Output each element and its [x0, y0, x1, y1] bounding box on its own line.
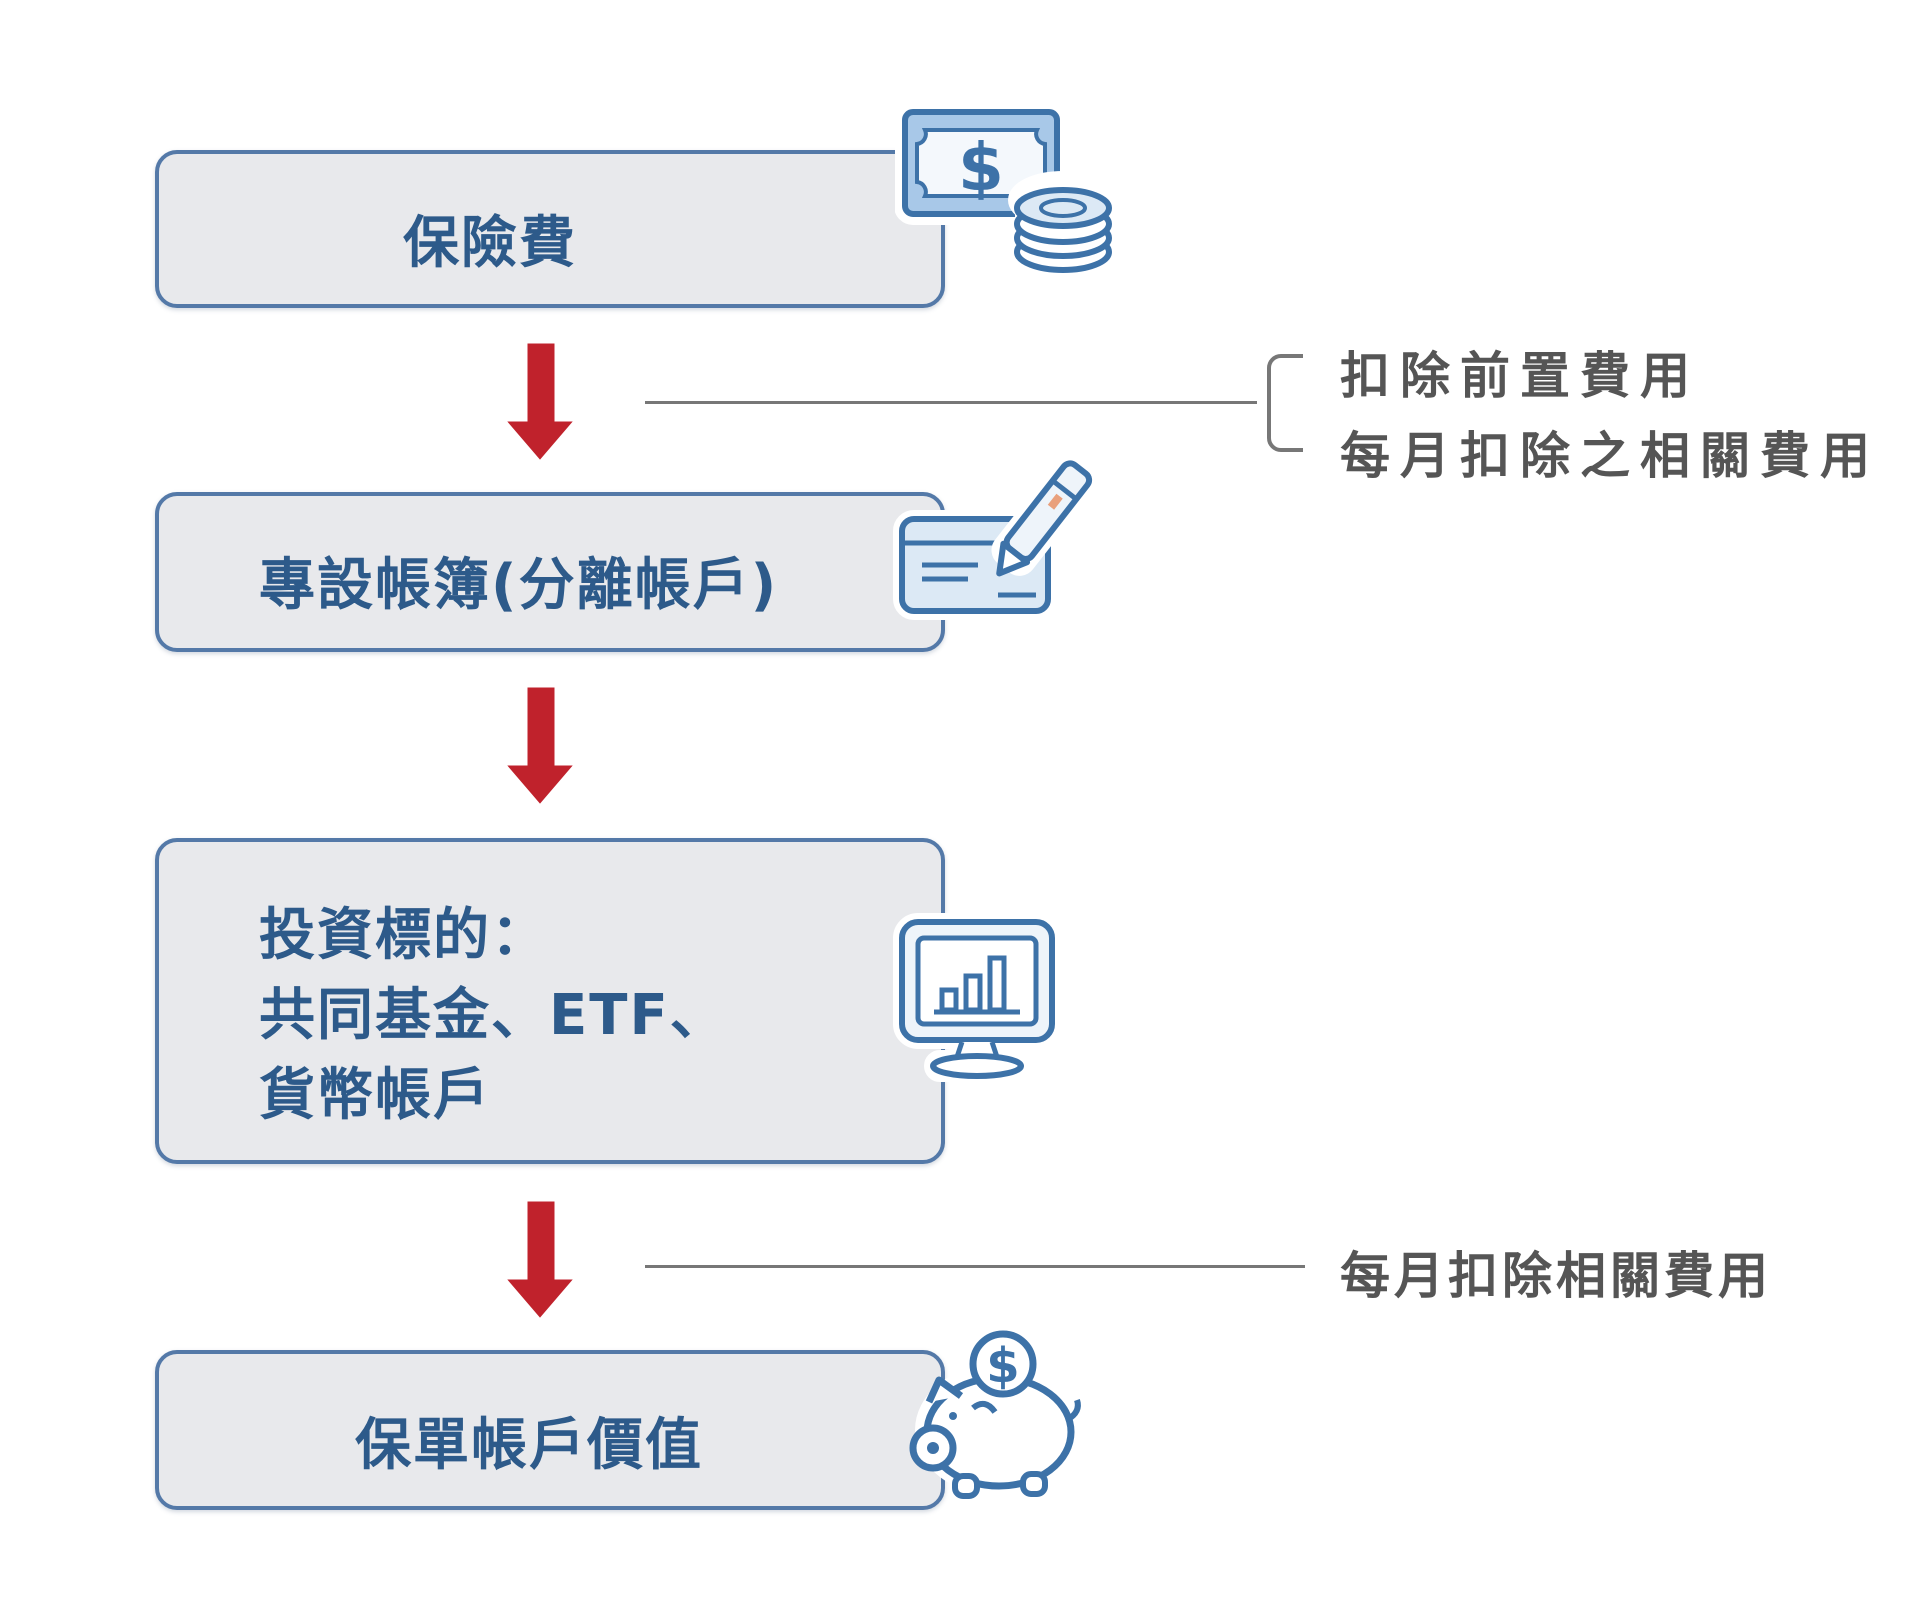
box-label: 保單帳戶價值 — [355, 1413, 703, 1478]
annotation-connector-line — [645, 1265, 1305, 1268]
annotation-text: 每月扣除相關費用 — [1340, 1247, 1772, 1305]
box-label-line: 貨幣帳戶 — [259, 1063, 491, 1128]
monitor-chart-icon — [893, 913, 1061, 1082]
down-arrow-icon — [500, 1198, 580, 1323]
box-label: 保險費 — [403, 211, 577, 276]
down-arrow-icon — [500, 684, 580, 809]
flow-box-investment-targets: 投資標的： 共同基金、ETF、 貨幣帳戶 — [155, 838, 945, 1164]
down-arrow-icon — [500, 340, 580, 465]
annotation-connector-line — [645, 401, 1257, 404]
svg-text:$: $ — [958, 129, 1004, 206]
box-label-line: 共同基金、ETF、 — [259, 983, 728, 1048]
piggy-bank-icon: $ — [909, 1327, 1083, 1499]
box-label: 專設帳簿(分離帳戶) — [259, 553, 779, 618]
brace-icon — [1267, 354, 1303, 452]
money-coins-icon: $ — [895, 101, 1115, 273]
annotation-text: 扣除前置費用 — [1340, 347, 1700, 405]
box-label-line: 投資標的： — [259, 903, 549, 968]
annotation-text: 每月扣除之相關費用 — [1340, 427, 1880, 485]
flow-box-policy-account-value: 保單帳戶價值 — [155, 1350, 945, 1510]
flow-box-premium: 保險費 — [155, 150, 945, 308]
flow-box-separate-account: 專設帳簿(分離帳戶) — [155, 492, 945, 652]
check-pen-icon — [893, 455, 1098, 620]
svg-text:$: $ — [986, 1338, 1019, 1394]
